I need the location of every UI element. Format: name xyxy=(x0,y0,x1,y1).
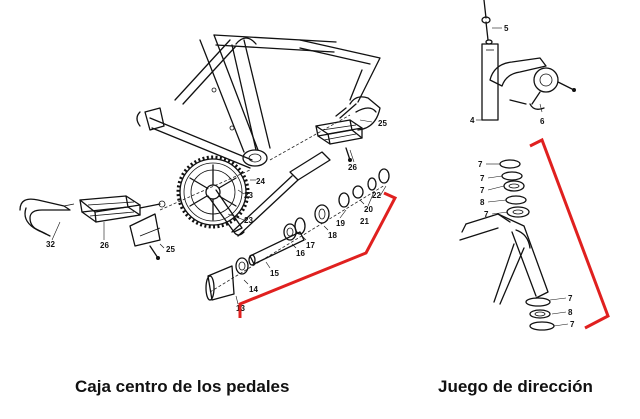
label-25a: 25 xyxy=(166,245,175,254)
label-7d: 7 xyxy=(484,210,489,219)
label-21-visible: 21 xyxy=(360,217,369,226)
label-7b: 7 xyxy=(480,174,485,183)
left-cage-piece xyxy=(129,213,161,260)
label-7c: 7 xyxy=(480,186,485,195)
leader-lines-bb xyxy=(51,119,387,305)
label-26b: 26 xyxy=(348,163,357,172)
label-14: 14 xyxy=(249,285,258,294)
red-bracket-headset xyxy=(529,137,610,330)
left-toe-clip xyxy=(19,198,75,237)
caption-headset: Juego de dirección xyxy=(438,377,593,396)
label-25b: 25 xyxy=(378,119,387,128)
label-8b: 8 xyxy=(568,308,573,317)
spindle-and-bearings xyxy=(205,168,390,301)
axis-left xyxy=(159,169,251,211)
bottom-bracket-diagram: 13 14 15 16 17 18 19 20 21 22 23 23 24 2… xyxy=(19,34,398,318)
red-bracket-bottom-bracket xyxy=(238,191,398,318)
label-17: 17 xyxy=(306,241,315,250)
handlebar-stem xyxy=(489,57,576,110)
right-pedal xyxy=(315,96,381,162)
leader-lines-hs xyxy=(476,27,569,327)
label-14b: 16 xyxy=(296,249,305,258)
callouts-hs: 4 5 6 7 7 7 8 7 7 8 7 xyxy=(470,24,575,329)
label-4: 4 xyxy=(470,116,475,125)
label-23b: 23 xyxy=(244,191,253,200)
label-19: 19 xyxy=(336,219,345,228)
label-26a: 26 xyxy=(100,241,109,250)
label-20: 20 xyxy=(364,205,373,214)
label-18: 18 xyxy=(328,231,337,240)
label-5: 5 xyxy=(504,24,509,33)
frame-tubes xyxy=(136,34,381,169)
label-23a: 23 xyxy=(244,216,253,225)
label-7e: 7 xyxy=(568,294,573,303)
chainring-crank-assembly xyxy=(176,155,250,236)
label-8a: 8 xyxy=(480,198,485,207)
headset-rings xyxy=(499,159,530,218)
label-22: 22 xyxy=(372,191,381,200)
label-7f: 7 xyxy=(570,320,575,329)
callouts-bb: 13 14 15 16 17 18 19 20 21 22 23 23 24 2… xyxy=(46,119,387,313)
label-32: 32 xyxy=(46,240,55,249)
headset-top-part xyxy=(481,0,499,121)
axis-bb xyxy=(209,184,386,293)
label-7a: 7 xyxy=(478,160,483,169)
head-tube-frame xyxy=(459,213,549,305)
label-24: 24 xyxy=(256,177,265,186)
headset-lower-cups xyxy=(525,297,555,331)
headset-diagram: 4 5 6 7 7 7 8 7 7 8 7 xyxy=(459,0,610,331)
right-crank-arm xyxy=(231,151,331,237)
left-pedal xyxy=(79,195,166,223)
label-15: 15 xyxy=(270,269,279,278)
label-6: 6 xyxy=(540,117,545,126)
caption-bottom-bracket: Caja centro de los pedales xyxy=(75,377,289,396)
